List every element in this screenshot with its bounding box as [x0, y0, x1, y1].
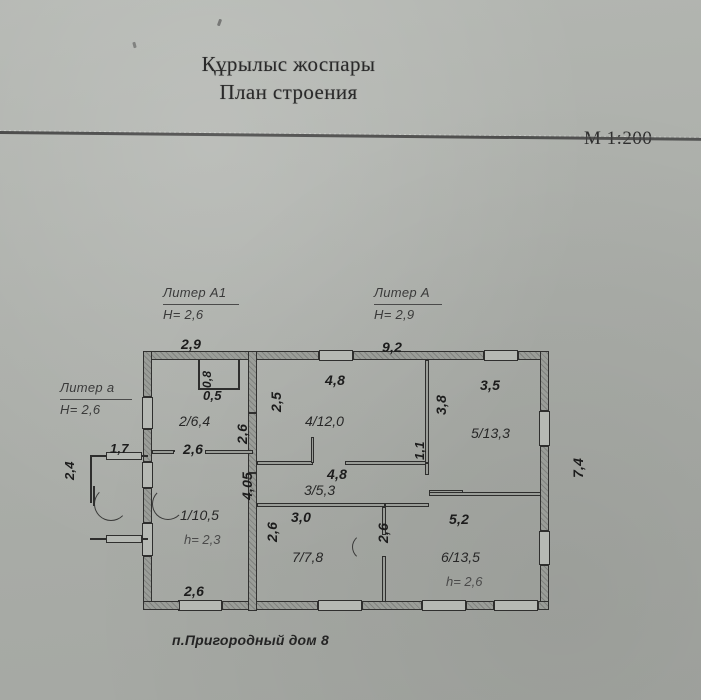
wall-r7-r6-top: [382, 507, 386, 535]
wall-a1-a-divider-top: [248, 351, 257, 413]
liter-a1-underline: [163, 304, 239, 305]
annex-entry-door-swing: [94, 487, 128, 521]
liter-annex-name: Литер а: [60, 380, 115, 395]
annex-entry-door-leaf: [93, 486, 95, 506]
wall-r5-r6-divider: [429, 492, 541, 496]
door-left-entry: [142, 462, 153, 488]
room-7-label: 7/7,8: [292, 549, 324, 565]
dim-r7-right: 2,6: [375, 522, 391, 543]
wall-corr-r7b: [385, 503, 429, 507]
wall-left-seg2: [143, 429, 152, 462]
window-bottom-3: [494, 600, 538, 611]
liter-label-annex: Литер а H= 2,6: [60, 380, 132, 417]
wall-bottom-seg2: [362, 601, 422, 610]
dim-right-depth: 7,4: [570, 457, 586, 478]
wall-a1-a-divider-bot: [248, 473, 257, 611]
dim-r4-top: 4,8: [325, 372, 346, 388]
wall-bottom-seg1: [250, 601, 318, 610]
wall-bottom-seg3: [466, 601, 494, 610]
room-1-label: 1/10,5: [180, 507, 219, 523]
room-1-height: h= 2,3: [184, 532, 221, 547]
liter-a-underline: [374, 304, 442, 305]
wall-a1-a-divider-mid: [248, 413, 257, 473]
wall-bottom-seg0: [222, 601, 250, 610]
dim-corr-top: 4,8: [327, 466, 348, 482]
dim-r1-right: 4,05: [239, 471, 255, 500]
room-5-label: 5/13,3: [471, 425, 510, 441]
window-left-1: [142, 397, 153, 429]
wall-bottom-left-corner: [143, 601, 180, 610]
wall-top-a1: [143, 351, 256, 360]
closet-wall-right: [238, 360, 240, 390]
dim-r7-top: 3,0: [291, 509, 312, 525]
door-r5-swing: [429, 462, 459, 492]
window-right-1: [539, 411, 550, 446]
annex-window-top: [106, 452, 142, 460]
room-6-label: 6/13,5: [441, 549, 480, 565]
wall-r4-r5-divider: [425, 360, 429, 463]
wall-r7-r6-bot: [382, 556, 386, 602]
dim-closet-depth: 0,5: [203, 388, 222, 403]
liter-a1-name: Литер А1: [163, 285, 227, 300]
wall-r4-corr-right: [345, 461, 429, 465]
dim-r6-top: 5,2: [449, 511, 470, 527]
dim-r1-bottom: 2,6: [184, 583, 205, 599]
wall-r4-door-jamb: [311, 437, 314, 463]
window-top-1: [319, 350, 353, 361]
wall-corr-r5-jamb: [425, 463, 429, 475]
wall-left-seg3: [143, 488, 152, 523]
dim-r4-left: 2,5: [268, 391, 284, 412]
dim-annex-top: 1,7: [110, 441, 129, 456]
wall-bottom-seg4: [538, 601, 549, 610]
wall-corr-r7: [257, 503, 385, 507]
window-right-2: [539, 531, 550, 565]
window-bottom-0: [178, 600, 222, 611]
main-entry-door-swing: [152, 488, 184, 520]
liter-label-a1: Литер А1 H= 2,6: [163, 285, 239, 322]
door-r4-swing: [313, 437, 346, 465]
liter-a1-height: H= 2,6: [163, 307, 204, 322]
dim-r7-left: 2,6: [264, 521, 280, 542]
door-r6-swing: [399, 506, 431, 540]
wall-r2-r1-left: [152, 450, 174, 454]
liter-label-a: Литер А H= 2,9: [374, 285, 442, 322]
dim-r2-bottom: 2,6: [183, 441, 204, 457]
wall-left-seg1: [143, 351, 152, 397]
dim-r5-top: 3,5: [480, 377, 501, 393]
window-top-2: [484, 350, 518, 361]
dim-top-a: 9,2: [382, 339, 403, 355]
liter-annex-height: H= 2,6: [60, 402, 101, 417]
wall-r4-corr-left: [257, 461, 313, 465]
dim-r2-right: 2,6: [234, 423, 250, 444]
liter-a-height: H= 2,9: [374, 307, 415, 322]
wall-right-seg2: [540, 446, 549, 531]
plan-caption: п.Пригородный дом 8: [172, 632, 329, 648]
dim-annex-left: 2,4: [62, 461, 77, 480]
annex-wall-left: [90, 455, 92, 503]
dim-closet-width: 0,8: [200, 370, 214, 388]
dim-corr-right: 1,1: [412, 441, 427, 460]
wall-top-a-seg2: [353, 351, 484, 360]
room-4-label: 4/12,0: [305, 413, 344, 429]
room-2-label: 2/6,4: [179, 413, 211, 429]
liter-a-name: Литер А: [374, 285, 430, 300]
window-bottom-2: [422, 600, 466, 611]
dim-top-a1: 2,9: [181, 336, 202, 352]
dim-r5-left: 3,8: [433, 394, 449, 415]
window-bottom-1: [318, 600, 362, 611]
room-3-label: 3/5,3: [304, 482, 336, 498]
wall-top-a-seg1: [256, 351, 319, 360]
liter-annex-underline: [60, 399, 132, 400]
door-r2-leaf: [173, 450, 175, 452]
wall-right-seg1: [540, 351, 549, 411]
room-6-height: h= 2,6: [446, 574, 483, 589]
door-r7-swing: [352, 533, 383, 561]
annex-window-bottom: [106, 535, 142, 543]
wall-r2-r1-right: [205, 450, 253, 454]
